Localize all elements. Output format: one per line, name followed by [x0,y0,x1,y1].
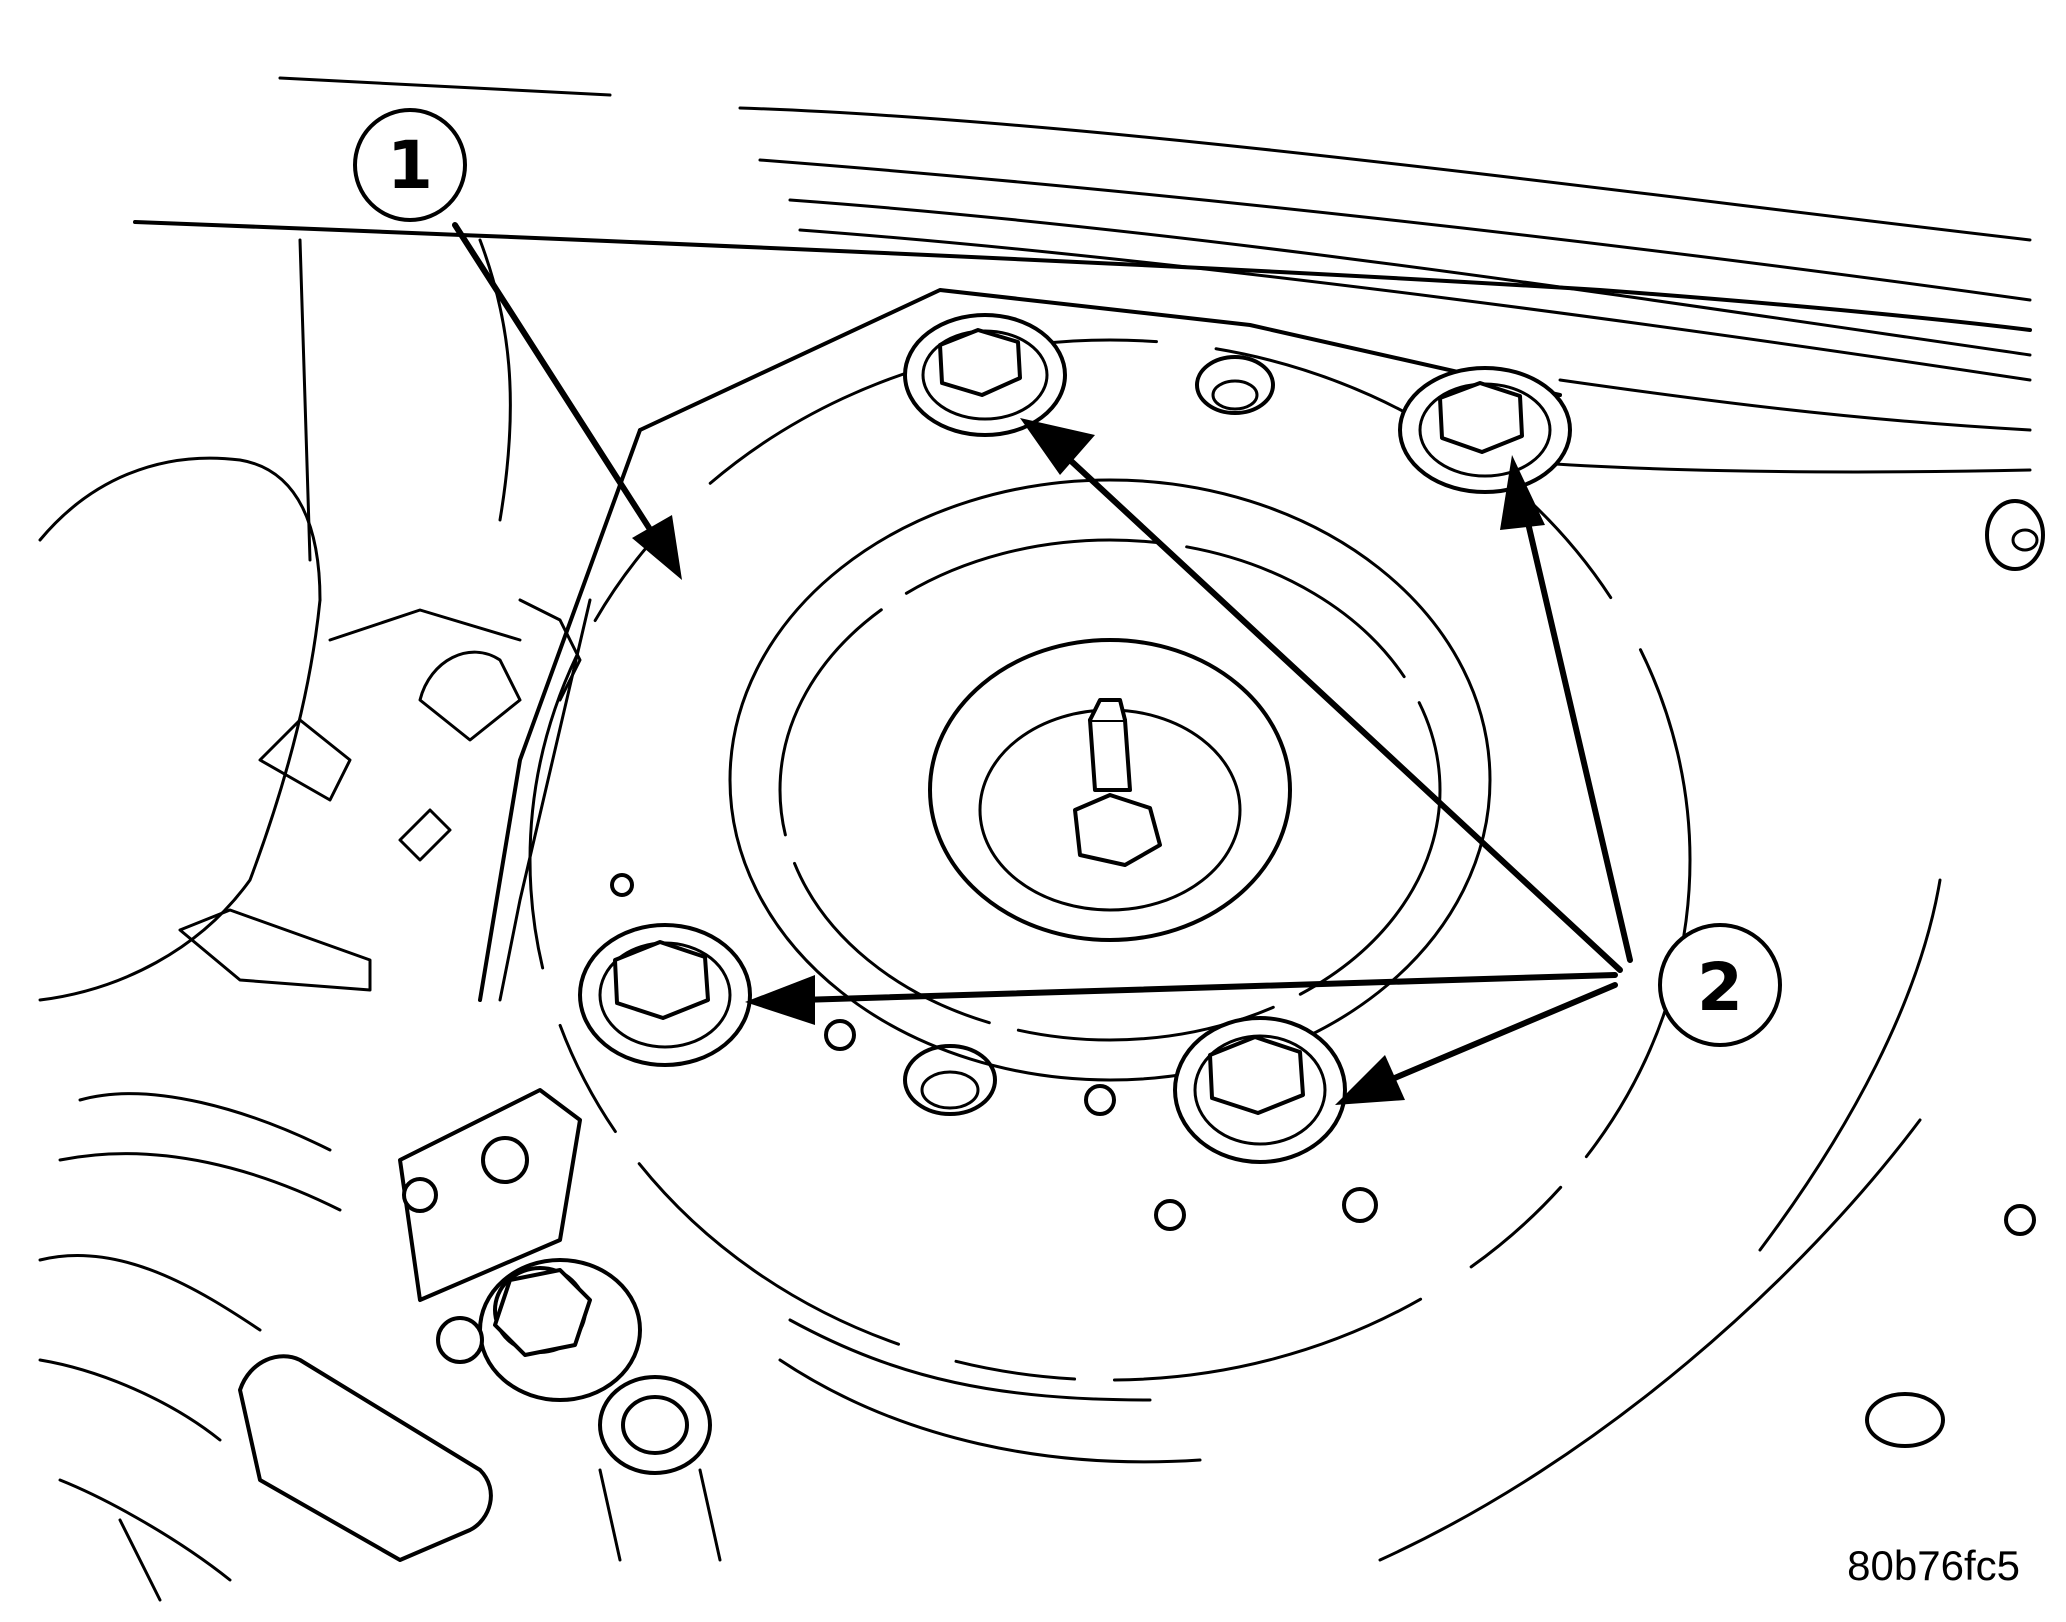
bolt-top-left [903,313,1067,437]
strut-tower-plate [478,288,1562,1002]
arrows-2 [745,418,1633,1105]
bolt-bottom-right [1173,1016,1347,1164]
callout-2-label: 2 [1697,949,1743,1026]
center-stud-nut [1073,698,1162,867]
cowl-panel-lines [133,76,2032,474]
arrow-1 [452,222,682,580]
mounting-holes [610,355,2045,1448]
callout-2: 2 [1658,923,1782,1047]
lower-arcs [778,878,1942,1562]
shock-tower-rings [528,338,1692,1382]
bolt-top-right [1398,366,1572,494]
figure-code: 80b76fc5 [1847,1542,2020,1589]
left-components [38,238,592,1602]
bolt-bottom-left [578,923,752,1067]
callout-1: 1 [353,108,467,222]
callout-1-label: 1 [387,127,433,204]
lower-bracket [238,1088,722,1562]
